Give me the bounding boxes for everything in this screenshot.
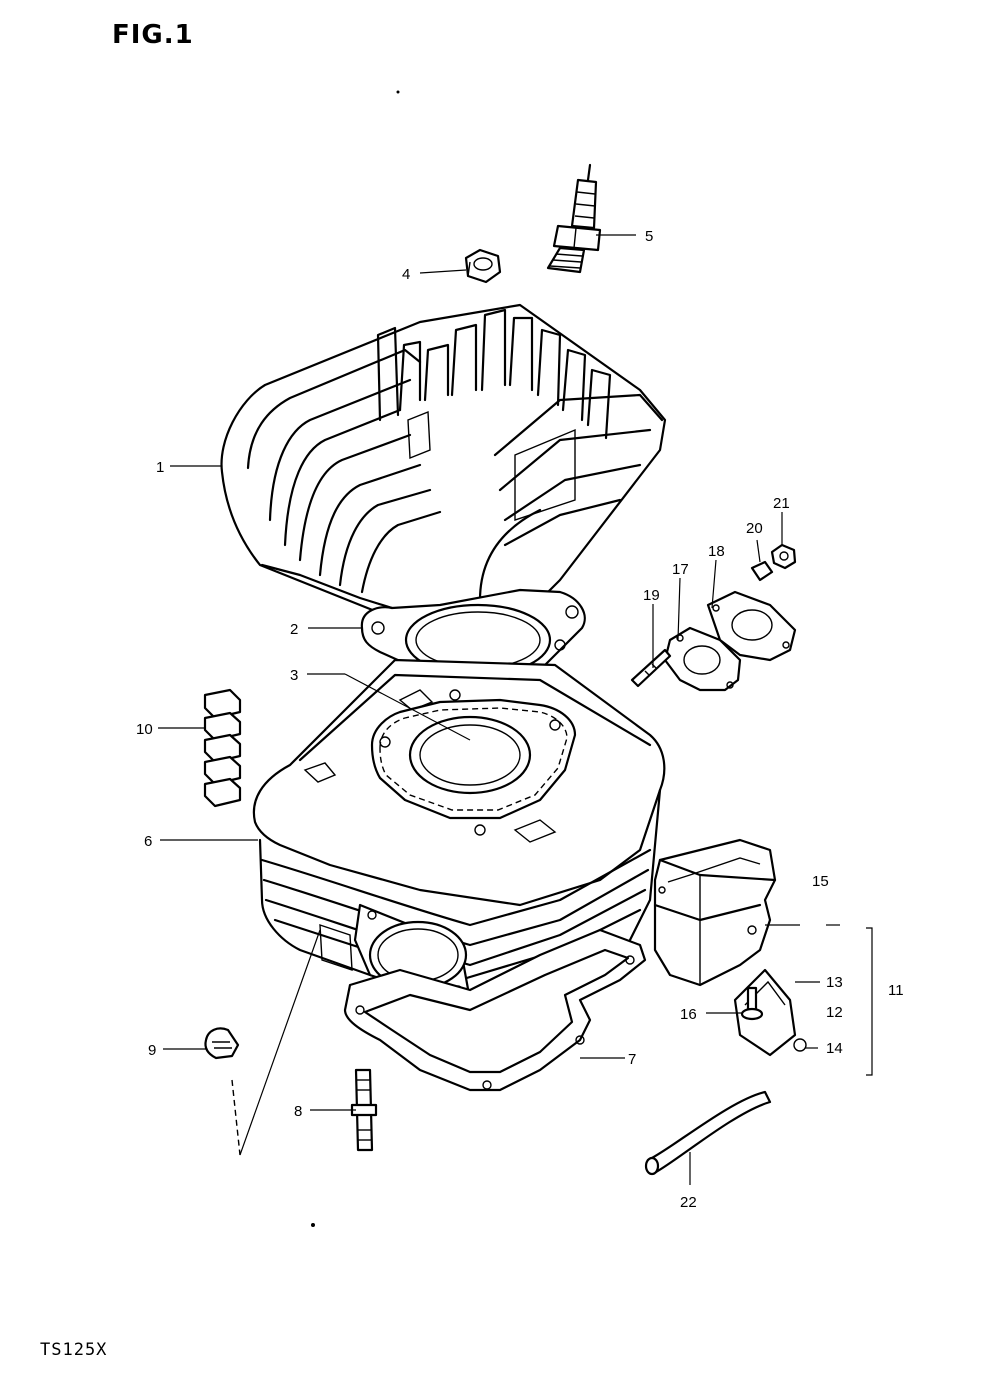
callout-16: 16 [680,1006,697,1023]
leader-line [711,559,717,609]
intake-stud [630,648,672,688]
callout-14: 14 [826,1040,843,1057]
callout-2: 2 [290,621,298,638]
spark-plug [546,163,602,274]
callout-10: 10 [136,721,153,738]
callout-1: 1 [156,459,164,476]
intake-washer [750,560,774,582]
drain-plug [204,1027,240,1060]
fin-pointer-line [231,1079,241,1156]
callout-5: 5 [645,228,653,245]
speck [311,1223,315,1227]
callout-11: 11 [888,982,904,999]
model-code: TS125X [40,1340,108,1360]
callout-20: 20 [746,520,763,537]
callout-12: 12 [826,1004,843,1021]
callout-15: 15 [812,873,829,890]
cylinder-base-gasket [343,928,647,1092]
intake-gasket [663,626,742,692]
reed-valve-housing [653,838,777,987]
figure-title: FIG.1 [112,20,194,50]
callout-13: 13 [826,974,843,991]
callout-7: 7 [628,1051,636,1068]
leader-line [344,673,471,741]
callout-9: 9 [148,1042,156,1059]
speck [396,90,400,94]
callout-6: 6 [144,833,152,850]
cylinder-base-stud [350,1068,378,1152]
callout-4: 4 [402,266,410,283]
cylinder-block [252,658,666,1007]
callout-8: 8 [294,1103,302,1120]
group-bracket [866,927,873,1076]
callout-22: 22 [680,1194,697,1211]
callout-3: 3 [290,667,298,684]
callout-21: 21 [773,495,790,512]
intake-nut [770,543,797,570]
breather-hose [644,1090,772,1176]
callout-18: 18 [708,543,725,560]
cylinder-head-nut [464,248,502,284]
leader-line [756,539,761,563]
cylinder-head [220,303,667,627]
intake-spacer [706,590,797,662]
fin-dampers [203,688,242,808]
leader-line [419,269,467,274]
callout-19: 19 [643,587,660,604]
reed-screw [740,986,764,1021]
callout-17: 17 [672,561,689,578]
fin-pointer-line [239,929,321,1156]
leader-line [677,577,681,641]
